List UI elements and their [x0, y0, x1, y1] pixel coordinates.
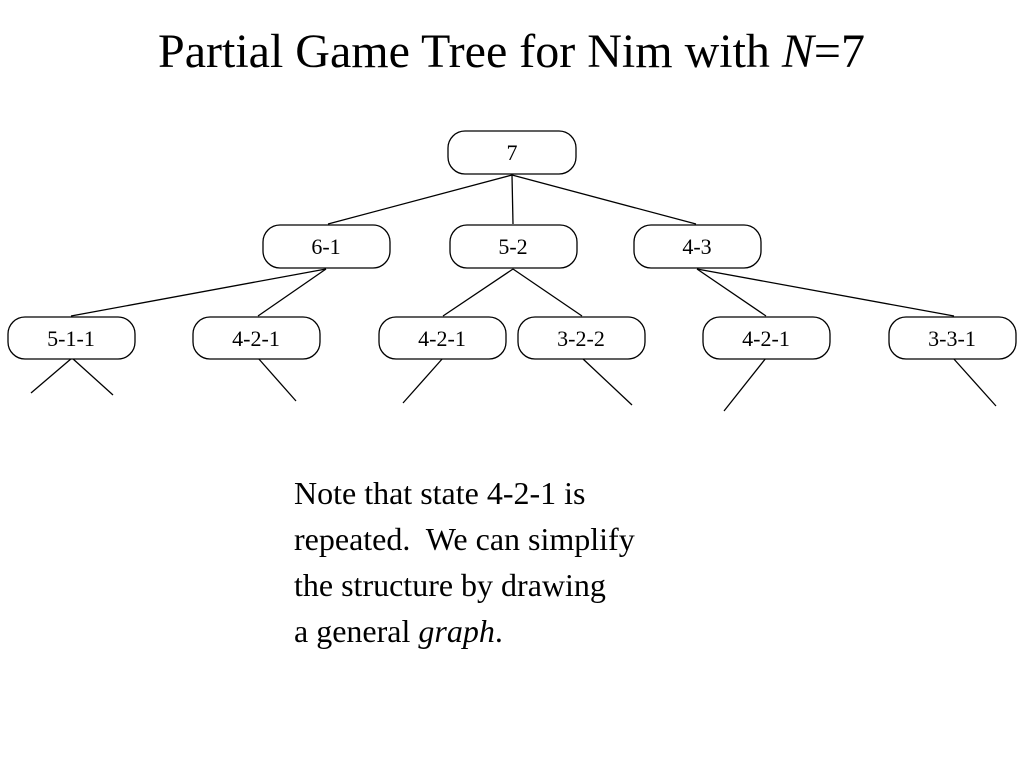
stub-edge [952, 357, 997, 407]
edge-7-to-5-2 [511, 174, 514, 225]
tree-node-labels: 7 6-1 5-2 4-3 5-1-1 4-2-1 4-2-1 3-2-2 4-… [47, 140, 976, 351]
stub-edge [71, 357, 114, 396]
stub-edge [30, 357, 73, 394]
edge-7-to-6-1 [327, 174, 513, 225]
stub-edge [581, 357, 633, 406]
tree-node [262, 224, 391, 269]
edge-5-2-to-3-2-2 [512, 268, 583, 317]
note-line-2: repeated. We can simplify [294, 521, 635, 557]
title-prefix: Partial Game Tree for Nim with [158, 25, 782, 78]
tree-node-root [447, 130, 577, 175]
node-label: 3-3-1 [928, 326, 976, 351]
title-variable: N [781, 25, 814, 78]
edge-6-1-to-5-1-1 [70, 268, 327, 317]
note-line-4: a general graph. [294, 608, 635, 654]
note-line-3: the structure by drawing [294, 567, 606, 603]
tree-node [633, 224, 762, 269]
tree-node [517, 316, 646, 360]
tree-node [7, 316, 136, 360]
note-line-1: Note that state 4-2-1 is [294, 475, 586, 511]
stub-edge [257, 357, 297, 402]
note-line-4-suffix: . [494, 613, 503, 649]
title-suffix: =7 [813, 25, 865, 78]
node-label: 5-2 [498, 234, 527, 259]
edge-6-1-to-4-2-1 [257, 268, 327, 317]
node-label: 4-2-1 [232, 326, 280, 351]
edge-4-3-to-3-3-1 [696, 268, 955, 317]
node-label-root: 7 [507, 140, 518, 165]
note-line-4-prefix: a general [294, 613, 419, 649]
node-label: 4-2-1 [742, 326, 790, 351]
tree-node [449, 224, 578, 269]
tree-node [192, 316, 321, 360]
tree-edges [30, 174, 997, 412]
node-label: 4-2-1 [418, 326, 466, 351]
node-label: 3-2-2 [557, 326, 605, 351]
edge-4-3-to-4-2-1 [696, 268, 767, 317]
tree-nodes [7, 130, 1017, 360]
stub-edge [723, 357, 767, 412]
stub-edge [402, 357, 444, 404]
node-label: 5-1-1 [47, 326, 95, 351]
page-title: Partial Game Tree for Nim with N=7 [0, 22, 1023, 82]
tree-node [888, 316, 1017, 360]
edge-5-2-to-4-2-1 [442, 268, 514, 317]
tree-node [702, 316, 831, 360]
node-label: 6-1 [311, 234, 340, 259]
note-text: Note that state 4-2-1 is repeated. We ca… [294, 470, 635, 654]
edge-7-to-4-3 [511, 174, 697, 225]
tree-node [378, 316, 507, 360]
node-label: 4-3 [682, 234, 711, 259]
note-emphasis-graph: graph [418, 613, 495, 649]
